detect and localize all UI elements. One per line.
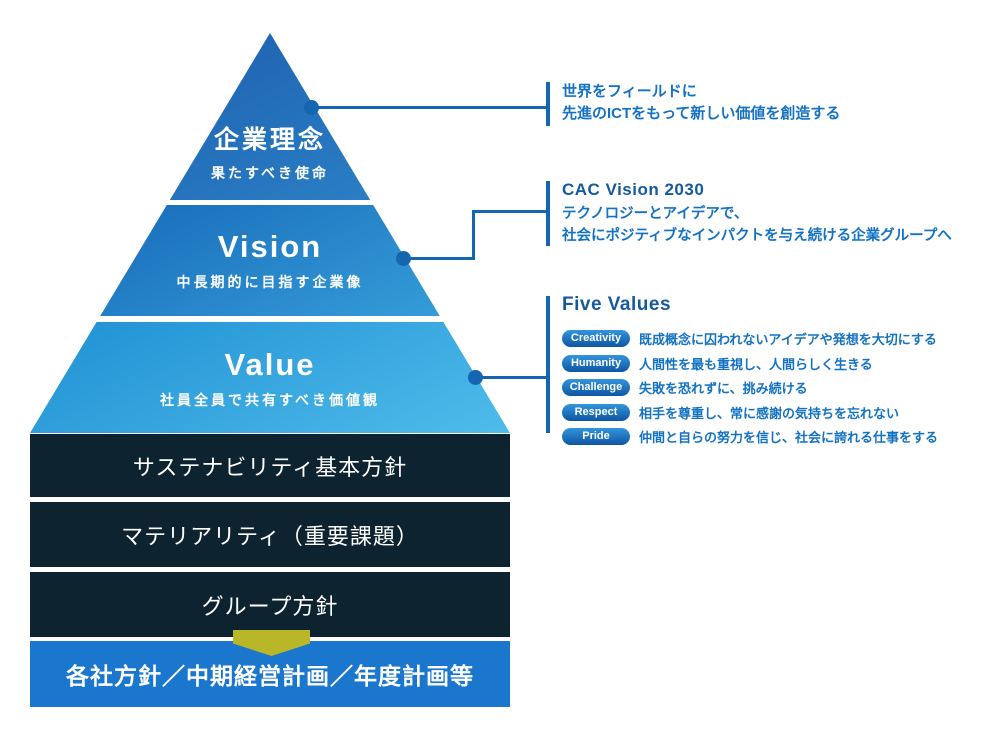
value-description: 仲間と自らの努力を信じ、社会に誇れる仕事をする bbox=[639, 430, 939, 445]
pyramid: 企業理念 果たすべき使命 Vision 中長期的に目指す企業像 Value 社員… bbox=[30, 33, 510, 433]
pyramid-level-value-label: Value 社員全員で共有すべき価値観 bbox=[30, 347, 510, 410]
connector-line-vision-a bbox=[403, 257, 475, 260]
pyramid-level-philosophy-label: 企業理念 果たすべき使命 bbox=[170, 120, 370, 183]
value-row-respect: Respect 相手を尊重し、常に感謝の気持ちを忘れない bbox=[562, 403, 938, 422]
five-values-title: Five Values bbox=[562, 294, 672, 315]
pyramid-level-subtitle: 果たすべき使命 bbox=[210, 165, 330, 181]
value-row-pride: Pride 仲間と自らの努力を信じ、社会に誇れる仕事をする bbox=[562, 427, 938, 446]
connector-dot-philosophy bbox=[304, 100, 319, 115]
pyramid-level-vision: Vision 中長期的に目指す企業像 bbox=[100, 205, 440, 316]
pyramid-level-philosophy: 企業理念 果たすべき使命 bbox=[169, 33, 371, 200]
vision-annotation-title: CAC Vision 2030 bbox=[562, 180, 705, 199]
box-label: サステナビリティ基本方針 bbox=[132, 454, 408, 480]
annotation-bar-vision bbox=[546, 181, 550, 246]
pyramid-level-value: Value 社員全員で共有すべき価値観 bbox=[30, 322, 510, 433]
vision-annotation: CAC Vision 2030 テクノロジーとアイデアで、 社会にポジティブなイ… bbox=[562, 180, 952, 247]
box-sustainability-policy: サステナビリティ基本方針 bbox=[30, 434, 510, 497]
pyramid-level-title: Vision bbox=[217, 229, 323, 264]
value-description: 人間性を最も重視し、人間らしく生きる bbox=[639, 356, 873, 372]
value-description: 失敗を恐れずに、挑み続ける bbox=[639, 381, 808, 396]
box-materiality: マテリアリティ（重要課題） bbox=[30, 502, 510, 567]
connector-line-philosophy bbox=[312, 106, 547, 109]
connector-line-vision-c bbox=[472, 210, 547, 213]
mission-annotation: 世界をフィールドに 先進のICTをもって新しい価値を創造する bbox=[562, 81, 840, 125]
mission-line-1: 世界をフィールドに bbox=[562, 83, 697, 100]
vision-line-2: 社会にポジティブなインパクトを与え続ける企業グループへ bbox=[562, 227, 952, 244]
value-badge: Respect bbox=[562, 403, 630, 421]
box-label: 各社方針／中期経営計画／年度計画等 bbox=[66, 663, 474, 689]
value-row-humanity: Humanity 人間性を最も重視し、人間らしく生きる bbox=[562, 354, 938, 373]
connector-dot-value bbox=[468, 370, 483, 385]
annotation-bar-mission bbox=[546, 82, 550, 126]
pyramid-level-subtitle: 社員全員で共有すべき価値観 bbox=[159, 392, 381, 408]
pyramid-level-vision-label: Vision 中長期的に目指す企業像 bbox=[100, 229, 440, 292]
pyramid-level-subtitle: 中長期的に目指す企業像 bbox=[176, 274, 364, 290]
connector-line-vision-b bbox=[472, 210, 475, 260]
connector-dot-vision bbox=[396, 251, 411, 266]
value-row-creativity: Creativity 既成概念に囚われないアイデアや発想を大切にする bbox=[562, 329, 938, 348]
box-label: マテリアリティ（重要課題） bbox=[121, 523, 419, 549]
value-description: 相手を尊重し、常に感謝の気持ちを忘れない bbox=[639, 405, 900, 421]
vision-line-1: テクノロジーとアイデアで、 bbox=[562, 206, 749, 222]
box-group-policy: グループ方針 bbox=[30, 572, 510, 637]
value-badge: Creativity bbox=[562, 330, 630, 347]
pyramid-level-title: 企業理念 bbox=[213, 126, 326, 154]
pyramid-level-title: Value bbox=[224, 347, 316, 382]
box-label: グループ方針 bbox=[201, 593, 339, 619]
value-row-challenge: Challenge 失敗を恐れずに、挑み続ける bbox=[562, 378, 938, 397]
value-badge: Pride bbox=[562, 428, 630, 445]
annotation-bar-values bbox=[546, 296, 550, 433]
value-badge: Humanity bbox=[562, 354, 630, 372]
connector-line-value bbox=[475, 376, 547, 379]
value-description: 既成概念に囚われないアイデアや発想を大切にする bbox=[639, 332, 937, 347]
value-badge: Challenge bbox=[562, 379, 630, 396]
five-values-annotation: Five Values Creativity 既成概念に囚われないアイデアや発想… bbox=[562, 294, 938, 452]
mission-line-2: 先進のICTをもって新しい価値を創造する bbox=[562, 105, 841, 122]
five-values-list: Creativity 既成概念に囚われないアイデアや発想を大切にする Human… bbox=[562, 329, 938, 446]
box-company-plans: 各社方針／中期経営計画／年度計画等 bbox=[30, 641, 510, 707]
